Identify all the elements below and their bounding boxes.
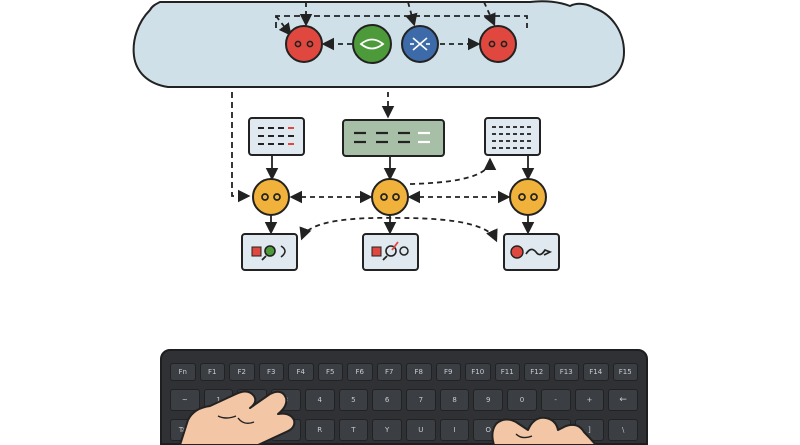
node-yellow-left: [252, 178, 290, 216]
panel-bottom-left: [241, 233, 298, 271]
cloud-node-blue: [401, 25, 439, 63]
x-pattern-icon: [410, 37, 430, 51]
key-fn-row-2[interactable]: F2: [229, 363, 255, 381]
key-fn-row-13[interactable]: F13: [553, 363, 579, 381]
key-fn-row-14[interactable]: F14: [583, 363, 609, 381]
panel-right-grid: [484, 117, 541, 156]
arc-left-to-right-panels: [299, 216, 498, 243]
cloud-node-red-left: [285, 25, 323, 63]
key-num-row-8[interactable]: 8: [439, 389, 470, 411]
arrow-right-icon: [525, 248, 553, 256]
panel-bottom-right: [503, 233, 560, 271]
node-yellow-center: [371, 178, 409, 216]
key-num-row-4[interactable]: 4: [304, 389, 335, 411]
panel-bottom-center: [362, 233, 419, 271]
key-num-row-13[interactable]: ←: [608, 389, 638, 411]
key-num-row-7[interactable]: 7: [406, 389, 436, 411]
key-num-row-12[interactable]: +: [574, 389, 605, 411]
key-fn-row-10[interactable]: F10: [465, 363, 491, 381]
key-fn-row-8[interactable]: F8: [406, 363, 432, 381]
key-fn-row-15[interactable]: F15: [612, 363, 638, 381]
key-fn-row-4[interactable]: F4: [288, 363, 314, 381]
key-fn-row-7[interactable]: F7: [376, 363, 402, 381]
key-fn-row-1[interactable]: F1: [199, 363, 225, 381]
key-top-row-13[interactable]: \: [608, 419, 638, 441]
arrow-into-left-node: [275, 15, 292, 36]
key-fn-row-12[interactable]: F12: [524, 363, 550, 381]
key-num-row-10[interactable]: 0: [507, 389, 537, 411]
node-yellow-right: [509, 178, 547, 216]
arrow-from-top-mid: [405, 1, 418, 27]
key-fn-row-9[interactable]: F9: [435, 363, 461, 381]
eye-icon: [359, 38, 385, 50]
panel-left-list: [248, 117, 305, 156]
key-top-row-8[interactable]: I: [439, 419, 470, 441]
key-fn-row-5[interactable]: F5: [317, 363, 343, 381]
panel-center-green: [342, 119, 445, 157]
key-num-row-5[interactable]: 5: [338, 389, 369, 411]
arrow-center-node-to-right-panel: [409, 157, 497, 185]
key-top-row-5[interactable]: T: [338, 419, 369, 441]
right-hand: [491, 416, 597, 445]
arrow-from-top-right: [483, 1, 496, 27]
key-top-row-4[interactable]: R: [304, 419, 335, 441]
two-dots-icon: [294, 40, 302, 48]
key-fn-row-3[interactable]: F3: [258, 363, 284, 381]
cloud-node-green: [352, 24, 392, 64]
cloud-node-red-right: [479, 25, 517, 63]
key-num-row-9[interactable]: 9: [473, 389, 504, 411]
key-top-row-7[interactable]: U: [406, 419, 436, 441]
key-num-row-11[interactable]: -: [540, 389, 571, 411]
key-num-row-0[interactable]: ~: [170, 389, 200, 411]
key-top-row-6[interactable]: Y: [372, 419, 402, 441]
key-fn-row-0[interactable]: Fn: [170, 363, 196, 381]
cloud-dashed-bracket: [275, 15, 528, 28]
left-hand: [179, 390, 296, 445]
link-cloud-to-left-node: [231, 92, 251, 203]
key-fn-row-6[interactable]: F6: [347, 363, 373, 381]
key-num-row-6[interactable]: 6: [372, 389, 402, 411]
magnifier-icon: [264, 245, 276, 257]
key-fn-row-11[interactable]: F11: [494, 363, 520, 381]
list-lines-icon: [258, 127, 294, 145]
